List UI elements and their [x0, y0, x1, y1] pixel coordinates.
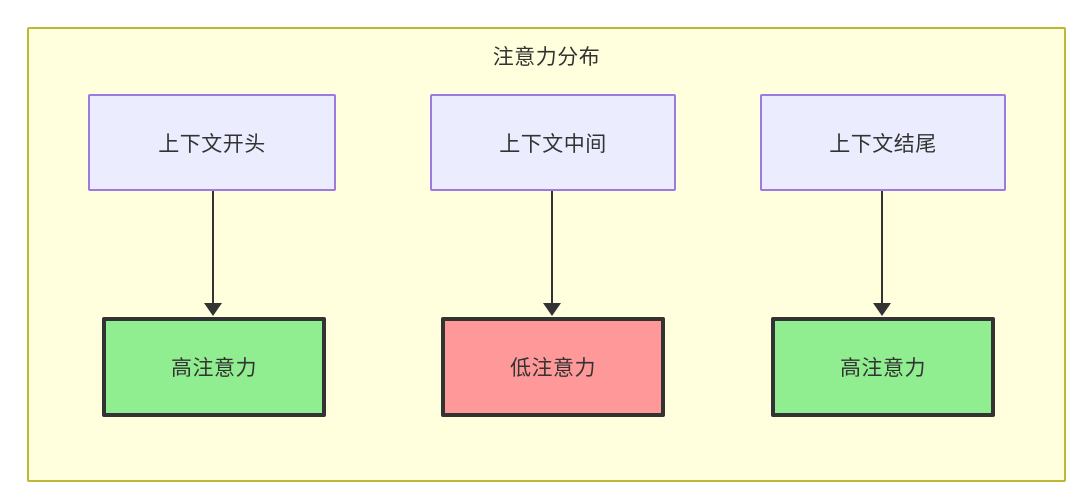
node-context-start[interactable]: 上下文开头 [88, 94, 336, 191]
node-low-attention-middle[interactable]: 低注意力 [441, 317, 665, 417]
node-high-attention-start-label: 高注意力 [171, 357, 257, 380]
node-high-attention-end-label: 高注意力 [840, 357, 926, 380]
node-high-attention-end[interactable]: 高注意力 [771, 317, 995, 417]
arrowhead-context-middle [543, 303, 561, 316]
subgraph-title: 注意力分布 [492, 46, 601, 69]
edge-context-middle-to-low-attention [551, 191, 553, 304]
node-context-end[interactable]: 上下文结尾 [760, 94, 1006, 191]
edge-context-end-to-high-attention [881, 191, 883, 304]
node-context-middle-label: 上下文中间 [499, 132, 607, 156]
edge-context-start-to-high-attention [212, 191, 214, 304]
node-low-attention-middle-label: 低注意力 [510, 357, 596, 380]
arrowhead-context-start [204, 303, 222, 316]
node-context-middle[interactable]: 上下文中间 [430, 94, 676, 191]
node-context-start-label: 上下文开头 [158, 132, 266, 156]
node-high-attention-start[interactable]: 高注意力 [102, 317, 326, 417]
arrowhead-context-end [873, 303, 891, 316]
node-context-end-label: 上下文结尾 [829, 132, 937, 156]
